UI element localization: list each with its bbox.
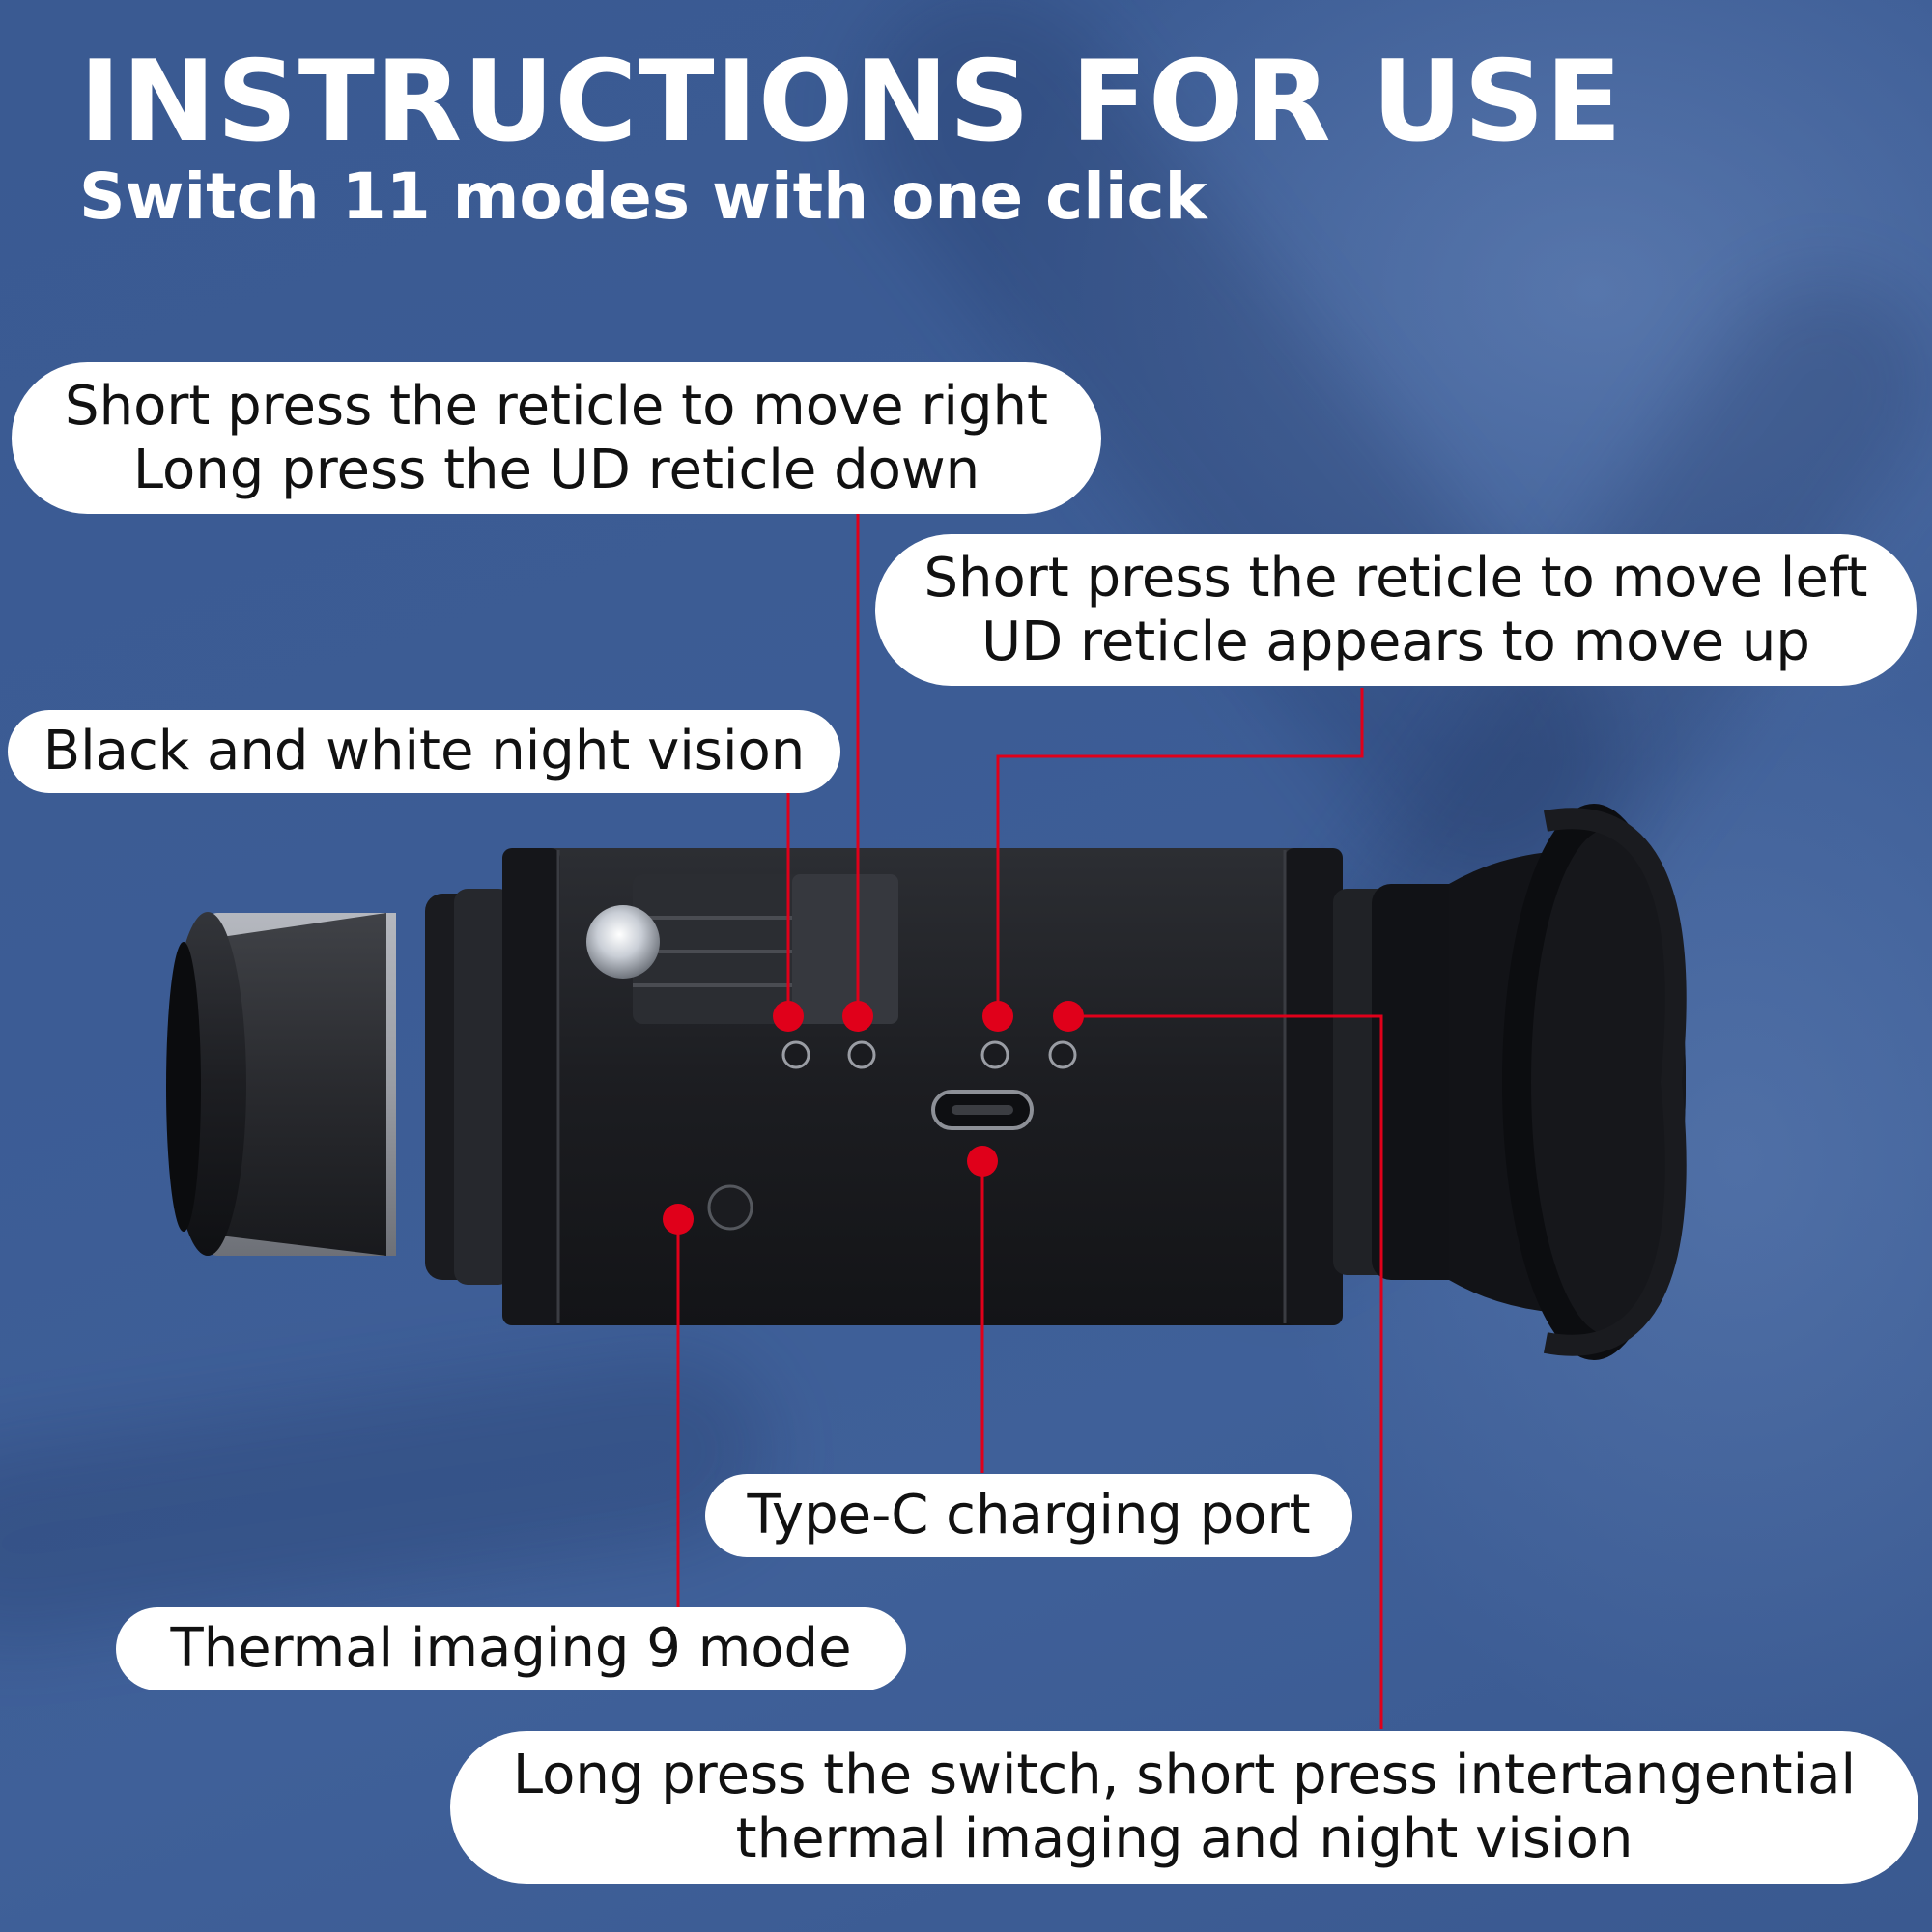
button-switch[interactable]: [1048, 1040, 1077, 1069]
callout-line: Black and white night vision: [43, 720, 806, 782]
callout-line: Long press the switch, short press inter…: [512, 1744, 1857, 1806]
control-buttons: [707, 1040, 1077, 1231]
button-reticle-left[interactable]: [980, 1040, 1009, 1069]
callout-night-vision: Black and white night vision: [8, 710, 840, 793]
markers: [663, 1001, 1084, 1235]
marker-switch: [1053, 1001, 1084, 1032]
callout-line: Type-C charging port: [747, 1484, 1311, 1547]
callout-switch: Long press the switch, short press inter…: [450, 1731, 1918, 1884]
callout-line: thermal imaging and night vision: [735, 1807, 1634, 1870]
ir-led: [586, 905, 660, 979]
focus-ring: [425, 889, 512, 1285]
marker-thermal-mode: [663, 1204, 694, 1235]
callout-line: UD reticle appears to move up: [981, 610, 1810, 673]
button-night-vision[interactable]: [781, 1040, 810, 1069]
eyecup: [1449, 804, 1687, 1360]
callout-line: Short press the reticle to move right: [65, 374, 1048, 438]
callout-line: Short press the reticle to move left: [923, 546, 1868, 610]
front-lens: [166, 912, 396, 1256]
callout-type-c: Type-C charging port: [705, 1474, 1352, 1557]
page-subtitle: Switch 11 modes with one click: [79, 159, 1208, 234]
marker-type-c: [967, 1146, 998, 1177]
marker-night-vision: [773, 1001, 804, 1032]
callout-reticle-right: Short press the reticle to move right Lo…: [12, 362, 1101, 514]
callout-line: Thermal imaging 9 mode: [170, 1617, 852, 1680]
marker-reticle-right: [842, 1001, 873, 1032]
leader-line-switch: [1065, 1014, 1383, 1729]
callout-reticle-left: Short press the reticle to move left UD …: [875, 534, 1917, 686]
callout-line: Long press the UD reticle down: [132, 438, 980, 501]
button-reticle-right[interactable]: [847, 1040, 876, 1069]
marker-reticle-left: [982, 1001, 1013, 1032]
page-title: INSTRUCTIONS FOR USE: [79, 37, 1624, 167]
type-c-port[interactable]: [931, 1090, 1034, 1130]
callout-thermal-mode: Thermal imaging 9 mode: [116, 1607, 906, 1690]
button-thermal-mode[interactable]: [707, 1184, 753, 1231]
rear-ring: [1333, 884, 1468, 1280]
ir-illuminator: [633, 874, 898, 1024]
leader-line-reticle-left: [996, 688, 1364, 1016]
leader-lines: [676, 514, 1383, 1729]
